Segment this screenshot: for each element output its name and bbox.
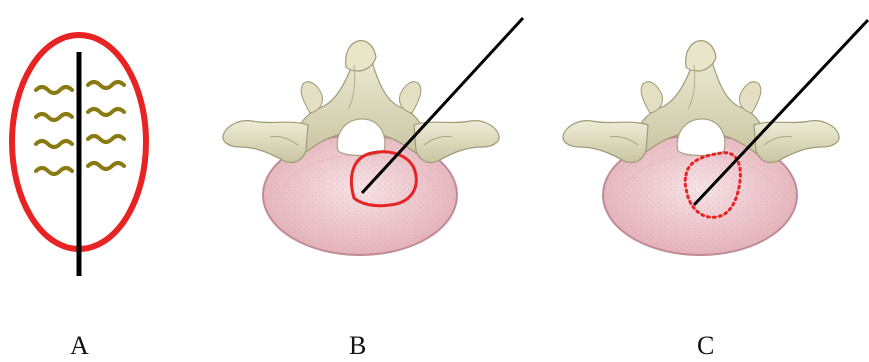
vertebra-illustration [563,41,839,255]
panel-label-a: A [70,333,89,359]
panel-c [563,20,868,255]
panel-label-b: B [349,333,366,359]
vertebra-illustration [223,41,499,255]
panel-b [223,18,523,255]
panel-label-c: C [697,333,714,359]
panel-a [12,35,146,276]
